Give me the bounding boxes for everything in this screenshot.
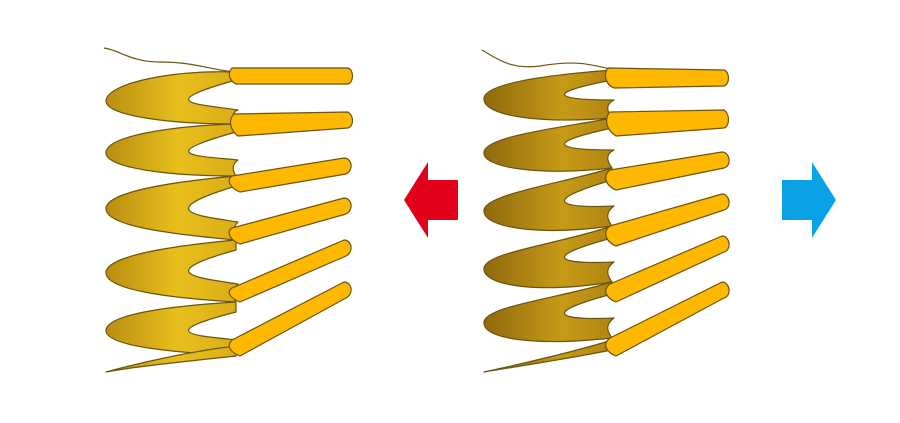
arrow-right-icon	[782, 162, 836, 238]
spring-compressed	[103, 47, 354, 373]
spring-face	[604, 67, 730, 89]
spring-coil	[483, 69, 615, 121]
spring-coil	[483, 281, 615, 343]
spring-face	[229, 111, 354, 137]
spring-face	[228, 157, 352, 193]
spring-face	[606, 109, 730, 137]
arrow-left-icon	[404, 162, 458, 238]
spring-lead-bottom	[483, 339, 613, 373]
spring-coil	[105, 71, 239, 125]
spring-lead-top	[481, 49, 615, 71]
spring-coil	[105, 123, 239, 177]
spring-face	[605, 281, 730, 357]
spring-face	[228, 281, 352, 357]
spring-face	[228, 239, 352, 303]
spring-coil	[483, 225, 615, 289]
spring-face	[228, 67, 354, 85]
spring-coil	[105, 239, 239, 303]
spring-face	[605, 193, 730, 247]
spring-face	[605, 151, 730, 191]
spring-face	[605, 235, 730, 303]
spring-coil	[483, 167, 615, 231]
spring-coil	[483, 117, 615, 172]
spring-coil	[105, 175, 239, 241]
spring-face	[228, 197, 352, 245]
spring-lead-top	[103, 47, 237, 73]
spring-extended	[481, 49, 730, 373]
